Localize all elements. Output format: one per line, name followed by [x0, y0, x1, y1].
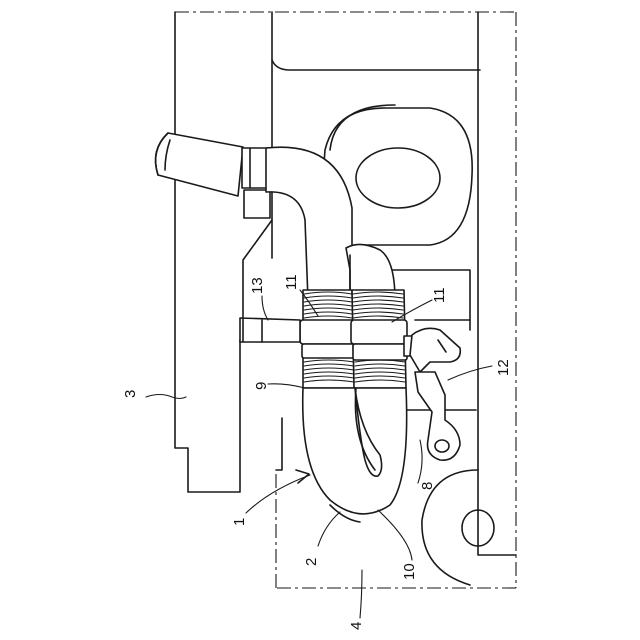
label-3: 3	[122, 390, 139, 398]
label-13: 13	[249, 277, 266, 294]
label-8: 8	[419, 482, 436, 490]
label-2: 2	[303, 558, 320, 566]
lower-u-hose	[303, 388, 407, 522]
label-9: 9	[253, 382, 270, 390]
inlet-pipe	[156, 133, 243, 196]
label-10: 10	[401, 563, 418, 580]
label-11-right: 11	[431, 287, 448, 303]
label-4: 4	[348, 622, 365, 630]
bracket-12	[410, 328, 460, 460]
left-hose-ribs	[300, 290, 356, 388]
right-hose-ribs	[351, 290, 416, 388]
label-11-left: 11	[283, 274, 300, 290]
right-structure	[400, 12, 516, 555]
bracket-13	[240, 318, 300, 342]
label-1: 1	[231, 518, 248, 526]
label-12: 12	[495, 359, 512, 376]
